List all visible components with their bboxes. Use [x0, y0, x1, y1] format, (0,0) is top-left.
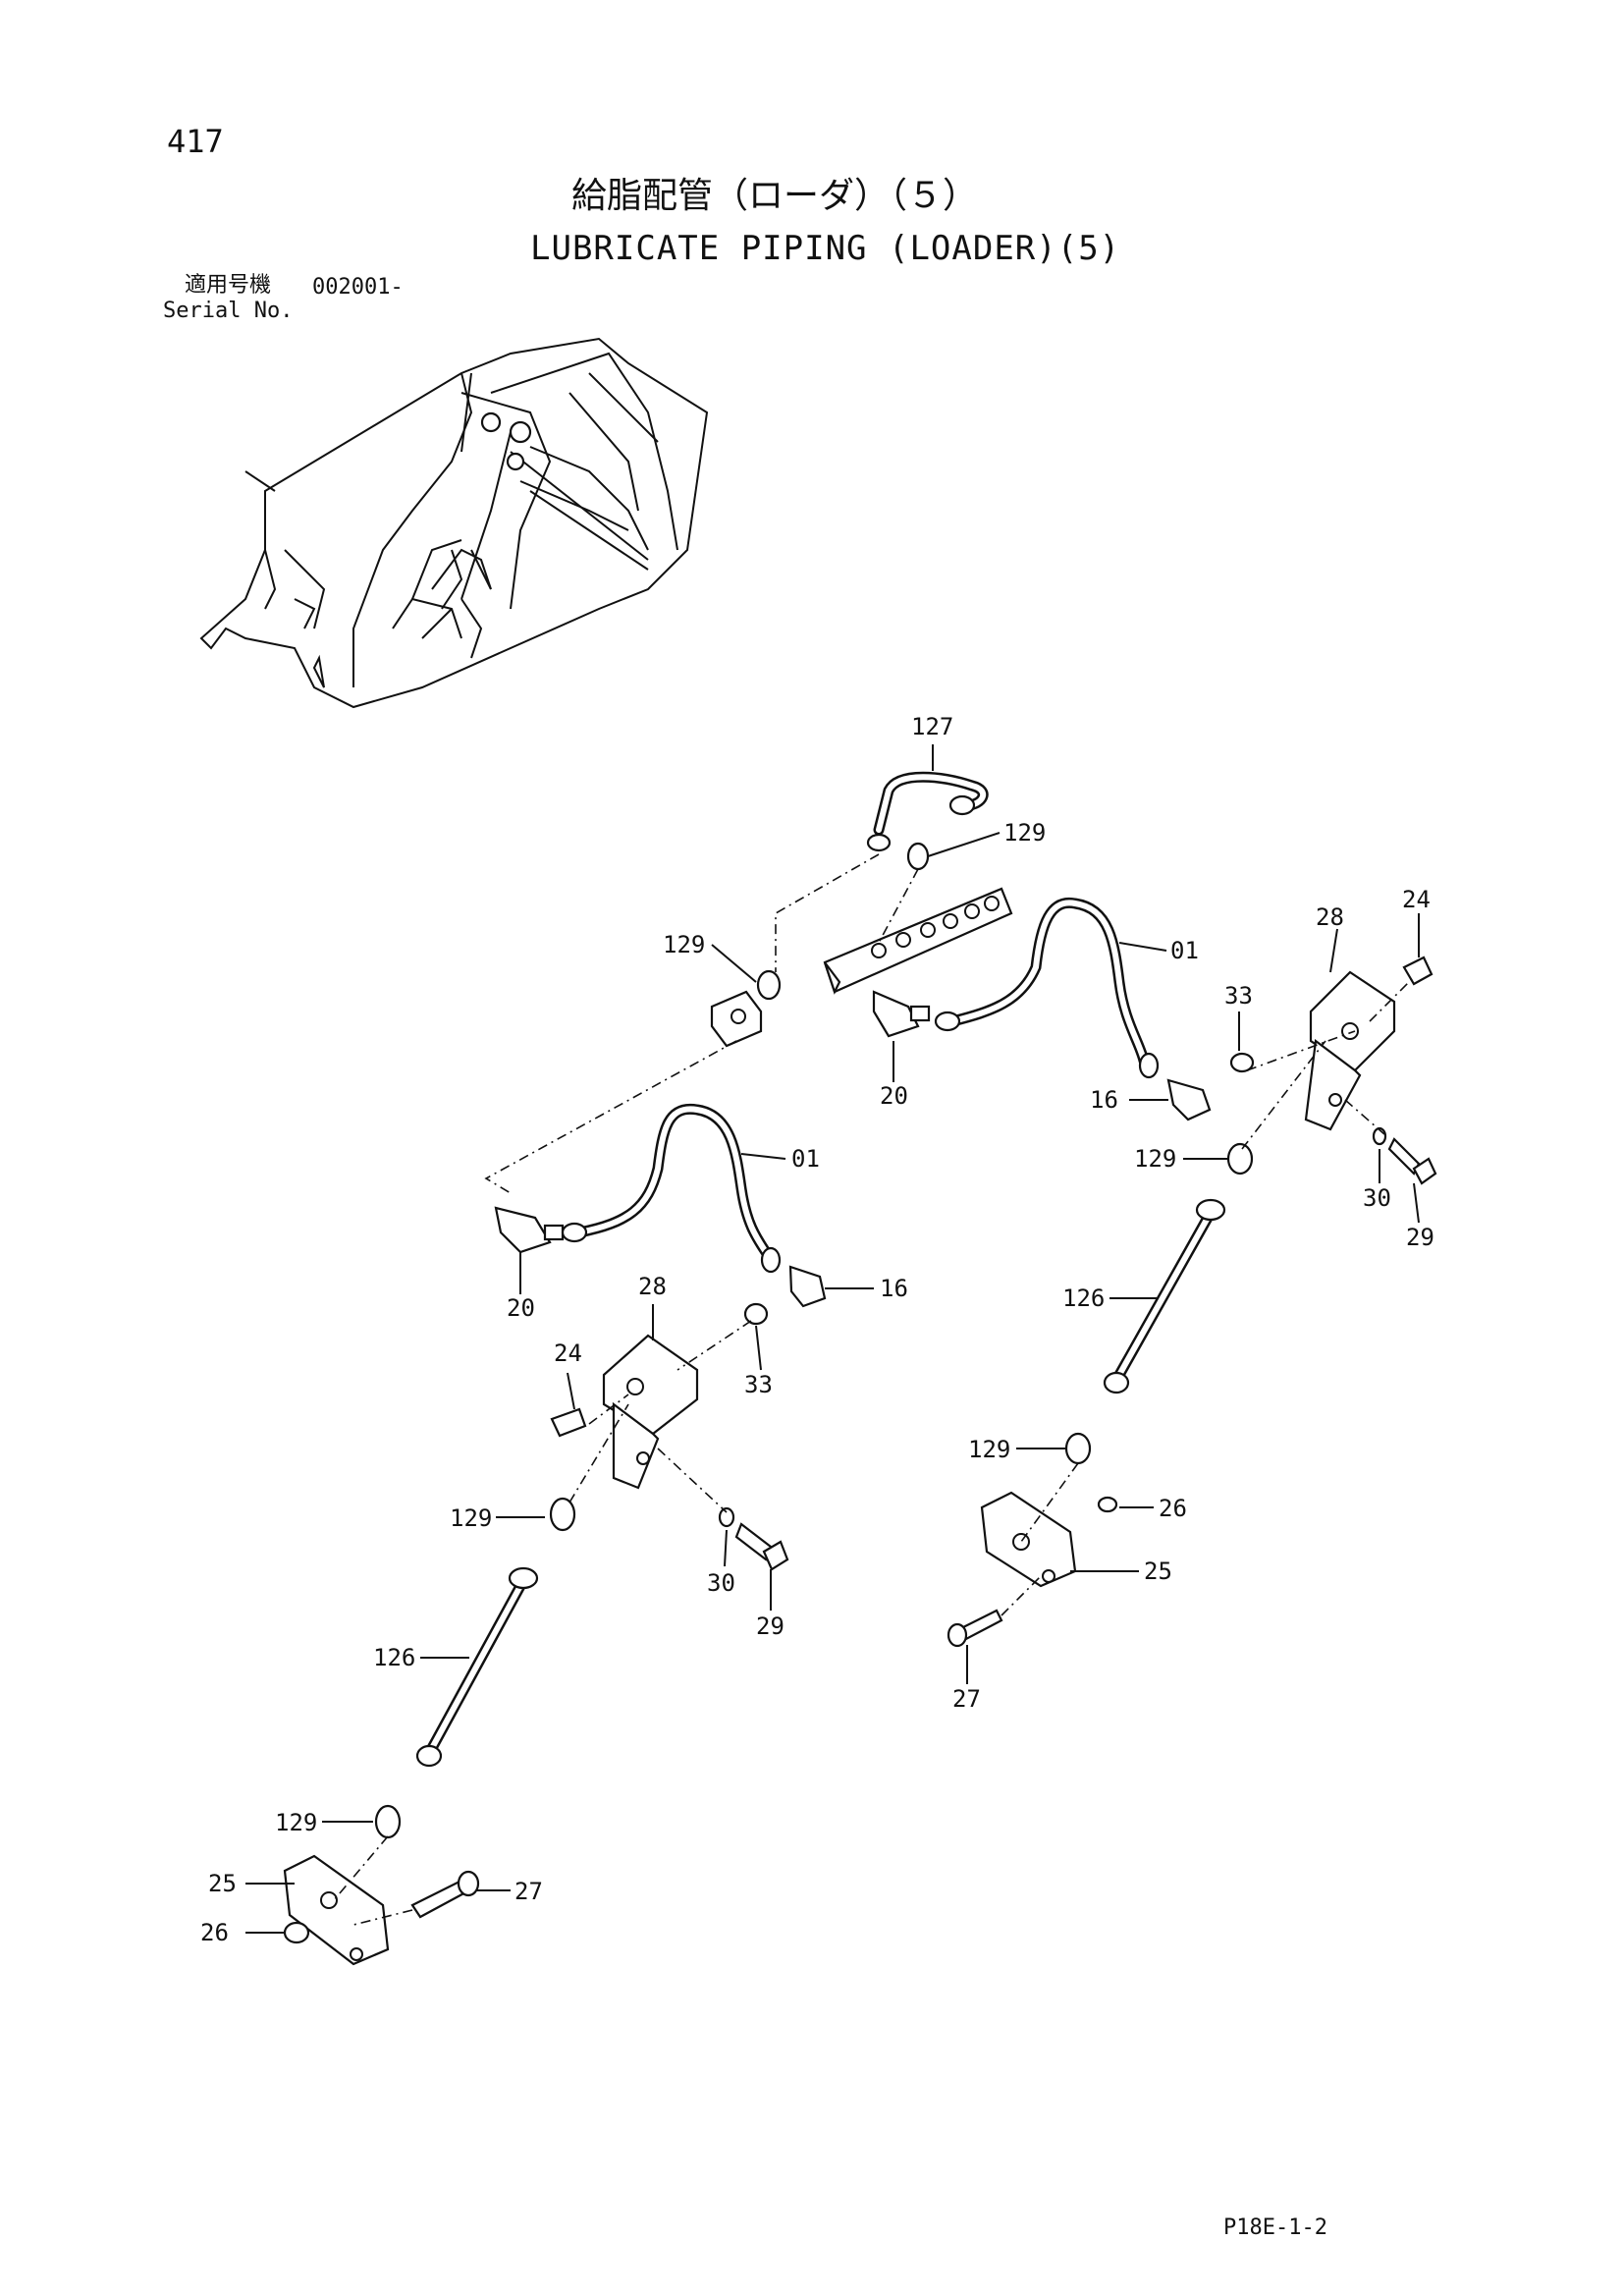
- callout-labels: 127 129 129 01 28 24 33 20 16 129 30 29 …: [200, 713, 1434, 1946]
- page-number: 417: [167, 123, 224, 160]
- upper-assembly: [484, 771, 1212, 1194]
- callout-20-lower: 20: [507, 1294, 535, 1322]
- callout-30-right: 30: [1363, 1184, 1391, 1212]
- callout-01-upper: 01: [1170, 937, 1199, 964]
- callout-16-upper: 16: [1090, 1086, 1118, 1114]
- right-bracket-assembly: [947, 956, 1437, 1648]
- callout-27-right: 27: [952, 1685, 981, 1713]
- callout-33-left: 33: [744, 1371, 773, 1398]
- callout-25-left: 25: [208, 1870, 237, 1897]
- callout-29-right: 29: [1406, 1224, 1434, 1251]
- serial-number-value: 002001-: [312, 275, 404, 300]
- callout-25-right: 25: [1144, 1558, 1172, 1585]
- lower-left-assembly: [283, 1103, 827, 1966]
- callout-127: 127: [911, 713, 953, 740]
- callout-129-left-lower: 129: [275, 1809, 317, 1836]
- callout-27-left: 27: [514, 1878, 543, 1905]
- callout-leaders: [245, 744, 1420, 1934]
- callout-29-left: 29: [756, 1613, 784, 1640]
- loader-overview-illustration: [199, 337, 709, 709]
- callout-129-top-right: 129: [1003, 819, 1046, 847]
- callout-26-left: 26: [200, 1919, 229, 1946]
- callout-16-lower: 16: [880, 1275, 908, 1302]
- callout-129-left: 129: [450, 1504, 492, 1532]
- callout-126-left: 126: [373, 1644, 415, 1671]
- callout-129-right: 129: [1134, 1145, 1176, 1173]
- callout-30-left: 30: [707, 1569, 735, 1597]
- page-reference: P18E-1-2: [1223, 2215, 1327, 2240]
- callout-24-left: 24: [554, 1339, 582, 1367]
- callout-28-right: 28: [1316, 903, 1344, 931]
- title-japanese: 給脂配管（ローダ）（５）: [571, 176, 979, 216]
- serial-label-japanese: 適用号機: [185, 273, 272, 298]
- serial-label-english: Serial No.: [163, 299, 294, 323]
- callout-20-upper: 20: [880, 1082, 908, 1110]
- callout-28-left: 28: [638, 1273, 667, 1300]
- callout-33-right: 33: [1224, 982, 1253, 1010]
- callout-01-lower: 01: [791, 1145, 820, 1173]
- callout-129-top-left: 129: [663, 931, 705, 958]
- title-english: LUBRICATE PIPING (LOADER)(5): [530, 229, 1121, 268]
- callout-24-right: 24: [1402, 886, 1431, 913]
- callout-26-right: 26: [1159, 1495, 1187, 1522]
- callout-129-right-lower: 129: [968, 1436, 1010, 1463]
- callout-126-right: 126: [1062, 1285, 1105, 1312]
